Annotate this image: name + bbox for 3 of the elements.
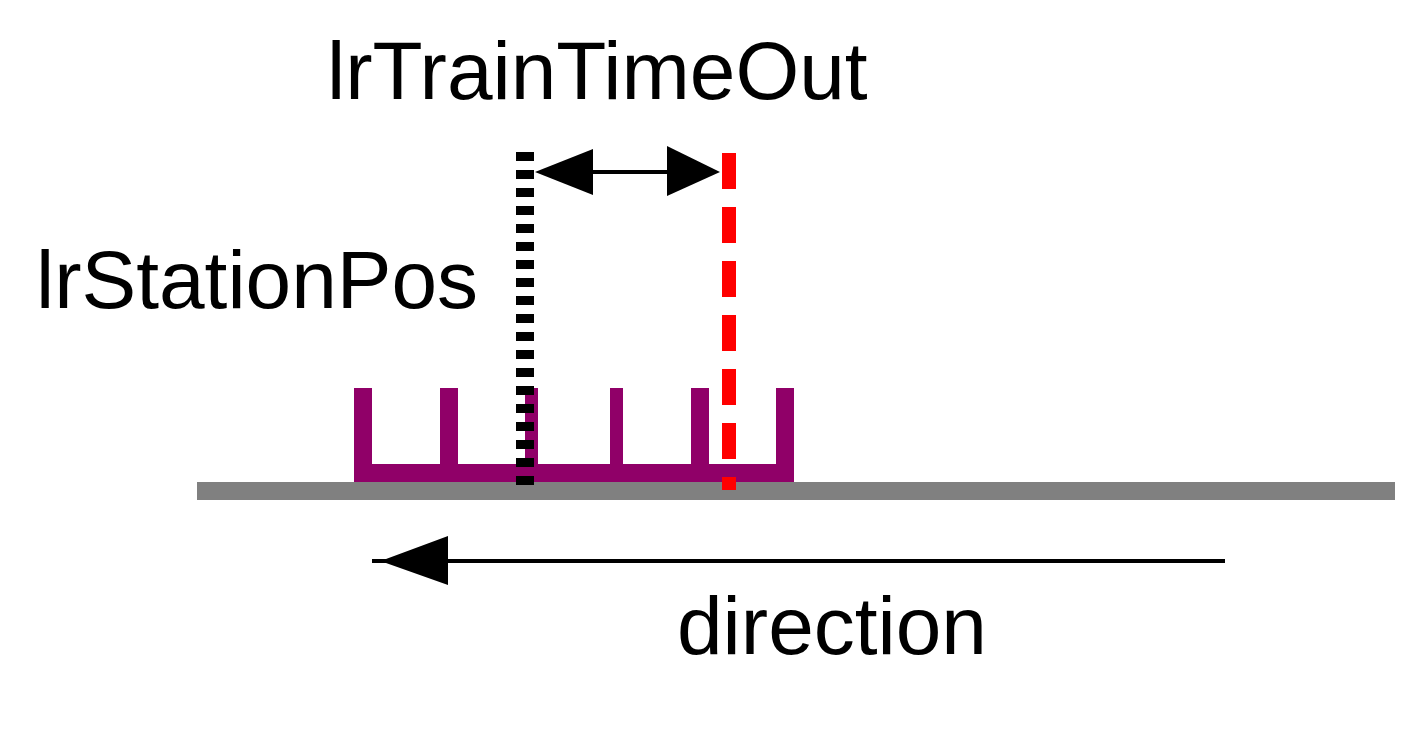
direction-label: direction <box>677 585 987 667</box>
position-label: lrStationPos <box>36 239 479 321</box>
dimension-label: lrTrainTimeOut <box>327 30 868 112</box>
